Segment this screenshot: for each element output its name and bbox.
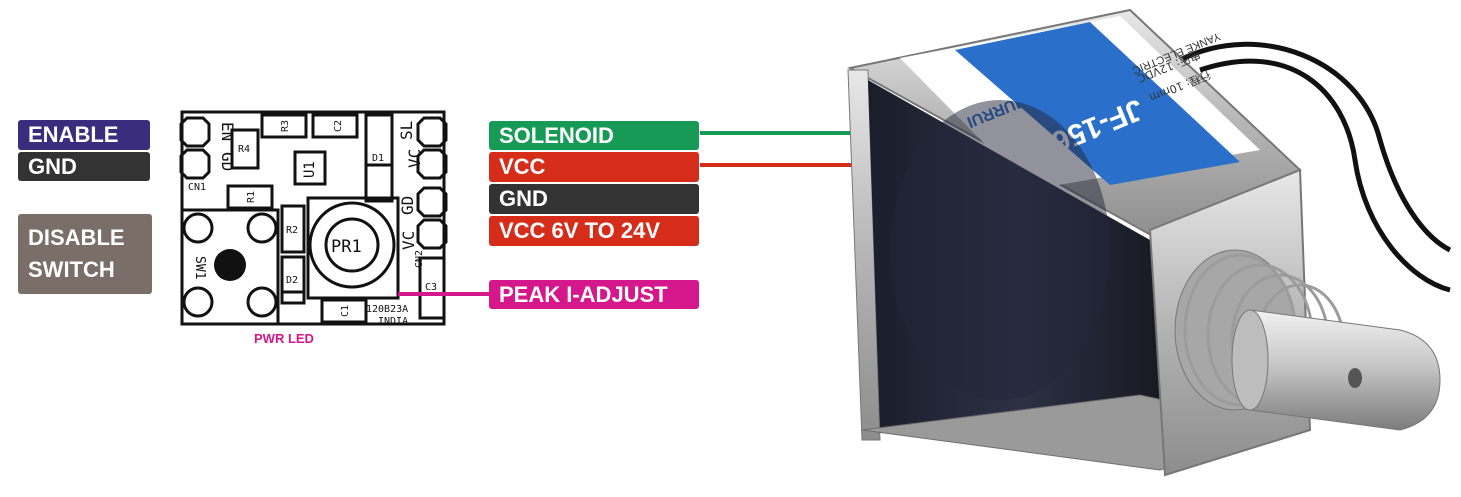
c1-label: C1 [340,305,351,317]
cn2-label: CN2 [414,250,425,268]
board-code: 120B23A [366,304,408,315]
black-lead-1 [1178,41,1452,253]
label-blue-strip [955,22,1240,185]
r4-footprint [230,128,260,170]
c2-footprint [311,113,359,139]
c2-label: C2 [333,120,344,132]
c3-footprint [418,256,446,320]
board-country: INDIA [378,316,408,327]
r1-label: R1 [246,191,257,203]
cn1-pad-bottom [179,148,211,180]
r2-label: R2 [286,225,298,236]
plunger-hole [1348,368,1362,388]
disable-switch-label: DISABLE SWITCH [18,214,152,294]
d2-label: D2 [286,275,298,286]
sw1-label: SW1 [192,256,207,279]
pcb-outline [180,110,446,326]
vcc-range-label: VCC 6V TO 24V [489,216,699,246]
gnd-right-label: GND [489,184,699,214]
cn2-pad-3 [416,186,448,218]
cn1-label: CN1 [188,182,206,193]
r4-label: R4 [238,144,250,155]
plunger [1249,309,1441,431]
sw1-knob [214,249,246,281]
c3-label: C3 [425,282,437,293]
u1-label: U1 [302,161,318,178]
cn1-pad-top [179,116,211,148]
vc-top-label: VC [405,149,424,168]
pwr-led-label: PWR LED [254,331,314,346]
r1-footprint [226,184,274,210]
u1-footprint [293,150,327,186]
pr1-footprint [306,196,400,300]
cn2-pad-1 [416,116,448,148]
pr1-label: PR1 [331,237,362,257]
cn2-pad-4 [416,218,448,250]
r2-footprint [280,204,306,254]
peak-adjust-label: PEAK I-ADJUST [489,280,699,309]
gnd-left-label: GND [18,152,150,181]
vc-bottom-label: VC [399,231,418,250]
sl-label: SL [397,121,416,140]
enable-label: ENABLE [18,120,150,150]
frame-left [847,69,881,441]
solenoid-label: SOLENOID [489,121,699,150]
disable-switch-line2: SWITCH [28,257,115,282]
cn2-pad-2 [416,148,448,180]
gd-right-label: GD [398,196,417,215]
en-label: EN [218,122,237,141]
d2-footprint [280,255,306,305]
d1-footprint [364,113,394,203]
black-lead-2 [1199,58,1451,293]
r3-label: R3 [280,120,291,132]
c1-footprint [320,298,368,324]
d1-label: D1 [372,153,384,164]
sw1-footprint [180,208,280,326]
gd-left-label: GD [218,152,237,171]
r3-footprint [260,113,308,139]
disable-switch-line1: DISABLE [28,225,125,250]
vcc-label: VCC [489,152,699,182]
